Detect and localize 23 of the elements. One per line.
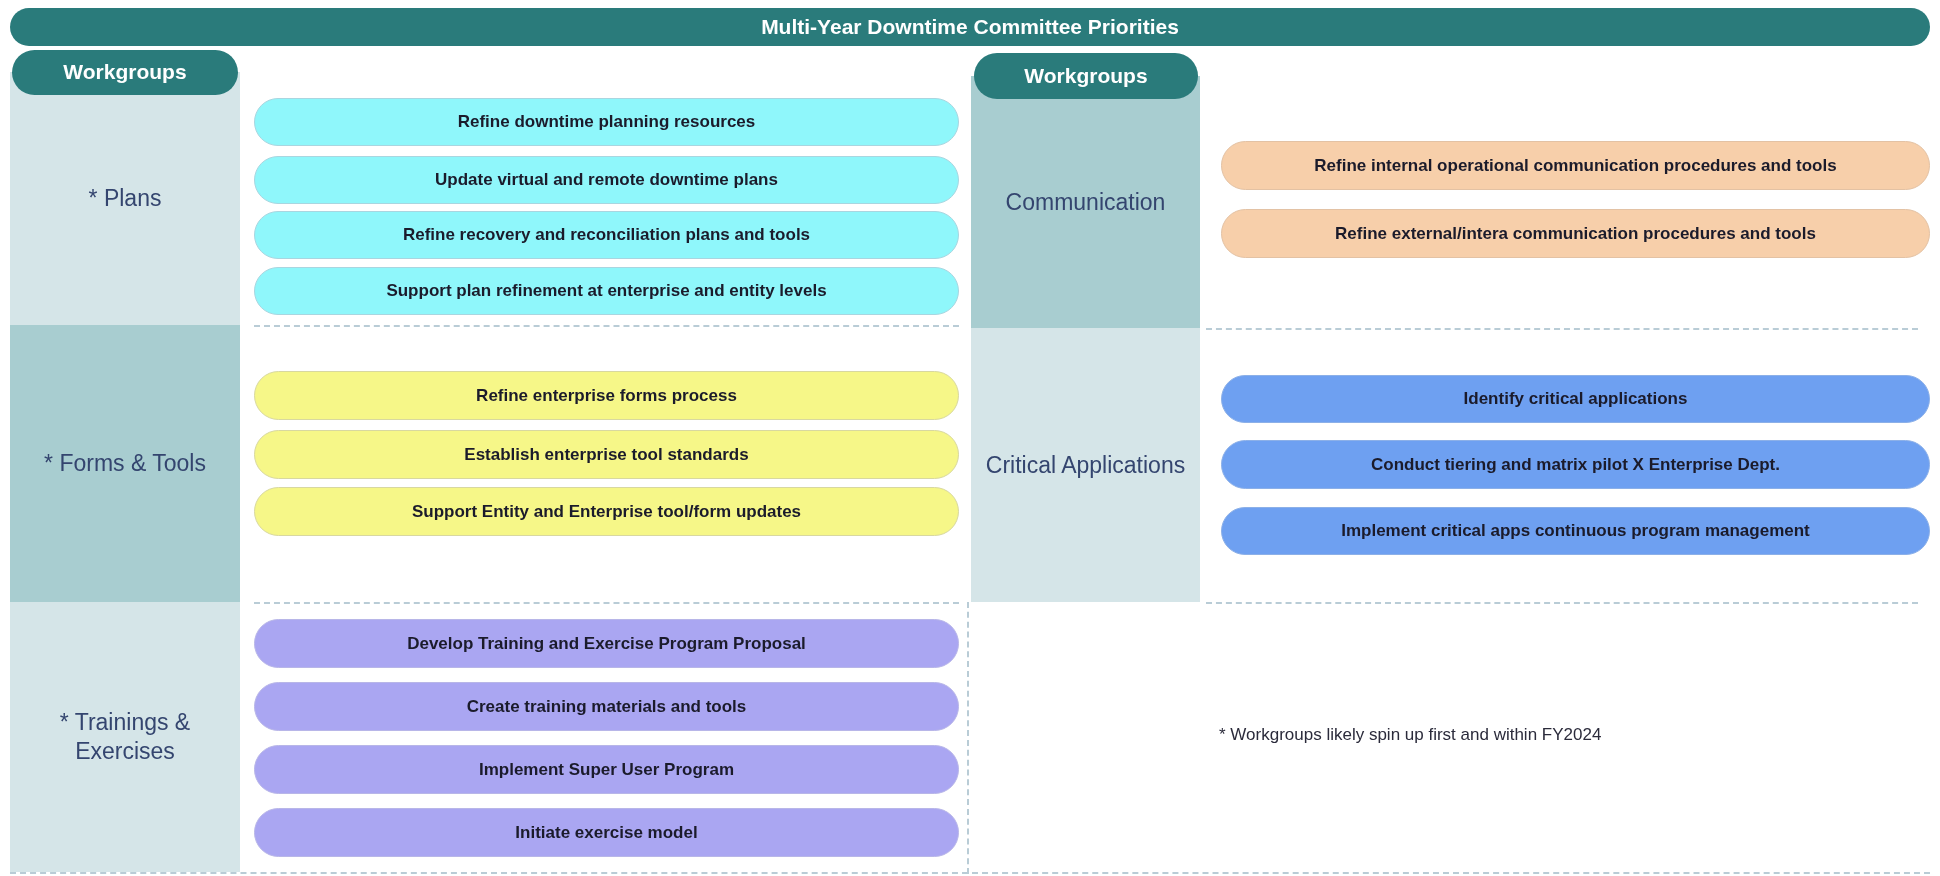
priority-pill: Support plan refinement at enterprise and entity levels — [254, 267, 959, 315]
title-bar: Multi-Year Downtime Committee Priorities — [10, 8, 1930, 46]
priority-pill: Support Entity and Enterprise tool/form updates — [254, 487, 959, 536]
priority-pill: Develop Training and Exercise Program Proposal — [254, 619, 959, 668]
priority-pill: Update virtual and remote downtime plans — [254, 156, 959, 204]
workgroup-band: * Forms & Tools — [10, 325, 240, 602]
priority-pill: Refine external/intera communication procedures and tools — [1221, 209, 1930, 258]
priority-pill: Refine recovery and reconciliation plans and tools — [254, 211, 959, 259]
priority-pill: Initiate exercise model — [254, 808, 959, 857]
priority-pill: Refine enterprise forms process — [254, 371, 959, 420]
workgroup-band: * Trainings & Exercises — [10, 602, 240, 872]
priority-pill: Refine internal operational communication procedures and tools — [1221, 141, 1930, 190]
priority-pill: Refine downtime planning resources — [254, 98, 959, 146]
header-pill: Workgroups — [12, 50, 238, 95]
priority-pill: Conduct tiering and matrix pilot X Enterprise Dept. — [1221, 440, 1930, 489]
priority-pill: Create training materials and tools — [254, 682, 959, 731]
header-pill: Workgroups — [974, 53, 1198, 99]
priority-pill: Identify critical applications — [1221, 375, 1930, 423]
priority-pill: Implement critical apps continuous program management — [1221, 507, 1930, 555]
priority-pill: Establish enterprise tool standards — [254, 430, 959, 479]
priority-pill: Implement Super User Program — [254, 745, 959, 794]
footnote: * Workgroups likely spin up first and within FY2024 — [1219, 724, 1602, 746]
workgroup-band: Critical Applications — [971, 328, 1200, 602]
